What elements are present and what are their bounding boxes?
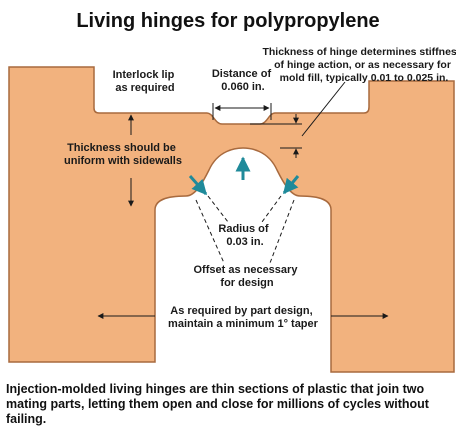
- offset-label: Offset as necessary for design: [193, 264, 300, 289]
- interlock-lip-label: Interlock lip as required: [113, 69, 178, 94]
- distance-label: Distance of 0.060 in.: [212, 68, 274, 93]
- uniform-thickness-label: Thickness should be uniform with sidewal…: [64, 142, 182, 167]
- taper-label: As required by part design, maintain a m…: [168, 305, 319, 330]
- leader-lines: [195, 195, 295, 264]
- radius-label: Radius of 0.03 in.: [218, 223, 271, 248]
- distance-dimension: [212, 103, 272, 120]
- hinge-thickness-label: Thickness of hinge determines stiffness …: [262, 46, 456, 84]
- hinge-arrows: [188, 156, 300, 196]
- caption: Injection-molded living hinges are thin …: [6, 382, 432, 426]
- diagram-title: Living hinges for polypropylene: [76, 10, 379, 32]
- hinge-thickness-dimension: [250, 81, 346, 158]
